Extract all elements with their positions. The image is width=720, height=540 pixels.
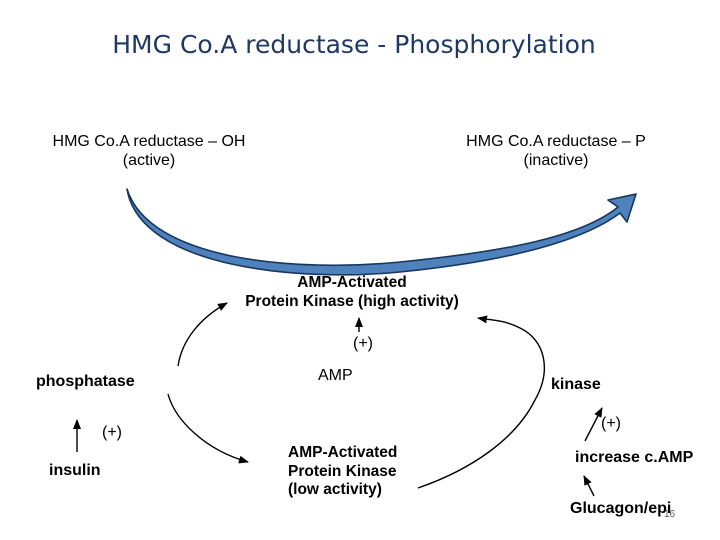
insulin-plus-sign: (+) [102,424,122,441]
ampk-low-line3: (low activity) [288,481,382,499]
slide-title: HMG Co.A reductase - Phosphorylation [112,30,596,59]
amp-label: AMP [318,367,353,384]
ampk-high-activity-label: AMP-Activated Protein Kinase (high activ… [245,274,459,311]
phosphatase-to-ampk-low-arrow [167,393,249,464]
kinase-plus-sign: (+) [601,415,621,432]
kinase-loop-arrow [417,315,545,489]
ampk-high-line2: Protein Kinase (high activity) [245,292,459,310]
active-enzyme-state: (active) [122,152,176,170]
insulin-label: insulin [49,462,101,479]
slide-number: 16 [664,509,676,520]
increase-camp-label: increase c.AMP [575,449,694,466]
active-enzyme-label: HMG Co.A reductase – OH (active) [53,132,246,170]
glucagon-to-camp-arrow [583,475,595,497]
phosphatase-label: phosphatase [36,373,135,390]
ampk-low-line1: AMP-Activated [288,444,398,461]
ampk-low-activity-label: AMP-Activated Protein Kinase (low activi… [288,444,397,500]
inactive-enzyme-label: HMG Co.A reductase – P (inactive) [466,132,646,170]
phosphatase-to-ampk-high-arrow [177,302,228,367]
inactive-enzyme-name: HMG Co.A reductase – P [466,133,646,150]
amp-plus-sign: (+) [353,335,373,352]
kinase-label: kinase [551,376,601,393]
ampk-low-line2: Protein Kinase [288,462,397,480]
camp-to-kinase-arrow [584,407,603,442]
ampk-high-line1: AMP-Activated [297,274,407,291]
inactive-enzyme-state: (inactive) [523,152,589,170]
glucagon-epi-label: Glucagon/epi [570,500,672,517]
phosphorylation-curved-arrow [126,188,637,276]
active-enzyme-name: HMG Co.A reductase – OH [52,133,246,150]
